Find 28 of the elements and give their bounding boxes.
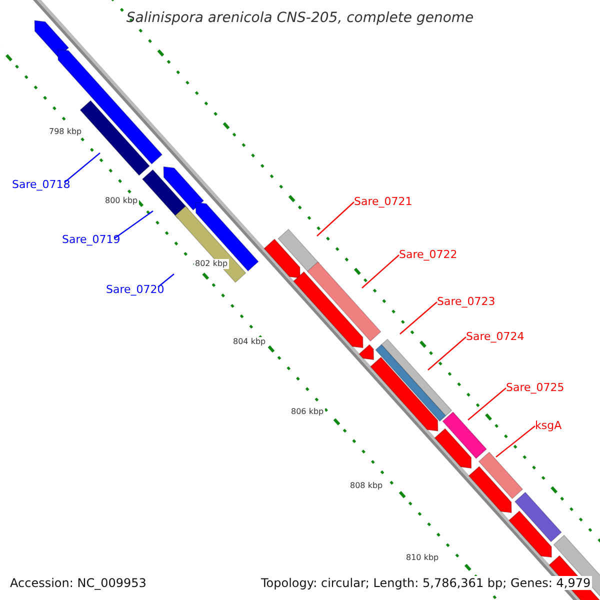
genome-summary-text: Topology: circular; Length: 5,786,361 bp; Genes: 4,979 xyxy=(260,576,592,590)
gene-label: Sare_0719 xyxy=(62,234,120,245)
leader-line xyxy=(496,426,536,458)
tick-label: 808 kbp xyxy=(349,481,384,491)
leader-line xyxy=(362,254,400,288)
tick-label: 810 kbp xyxy=(405,553,440,563)
gene-label: ksgA xyxy=(535,420,562,431)
title: Salinispora arenicola CNS-205, complete genome xyxy=(126,11,474,25)
leader-line xyxy=(468,388,506,420)
leader-line xyxy=(400,302,438,334)
leader-line xyxy=(316,202,354,236)
leader-line xyxy=(158,274,174,288)
tick-label: 800 kbp xyxy=(104,196,139,206)
gene-label: Sare_0720 xyxy=(106,284,164,295)
gene-label: Sare_0722 xyxy=(399,249,458,260)
accession-text: Accession: NC_009953 xyxy=(9,576,148,590)
leader-line xyxy=(64,152,100,182)
tick-label: 806 kbp xyxy=(290,407,325,417)
gene-label: Sare_0721 xyxy=(354,196,412,207)
gene-label: Sare_0718 xyxy=(12,179,70,190)
gene-label: Sare_0725 xyxy=(506,382,564,393)
tick-label: 804 kbp xyxy=(232,337,267,347)
leader-line xyxy=(114,210,154,238)
leader-line xyxy=(428,336,466,370)
tick-label: 798 kbp xyxy=(48,127,83,137)
tick-label: 802 kbp xyxy=(194,259,229,269)
gene-label: Sare_0724 xyxy=(466,331,524,342)
gene-label: Sare_0723 xyxy=(437,296,496,307)
